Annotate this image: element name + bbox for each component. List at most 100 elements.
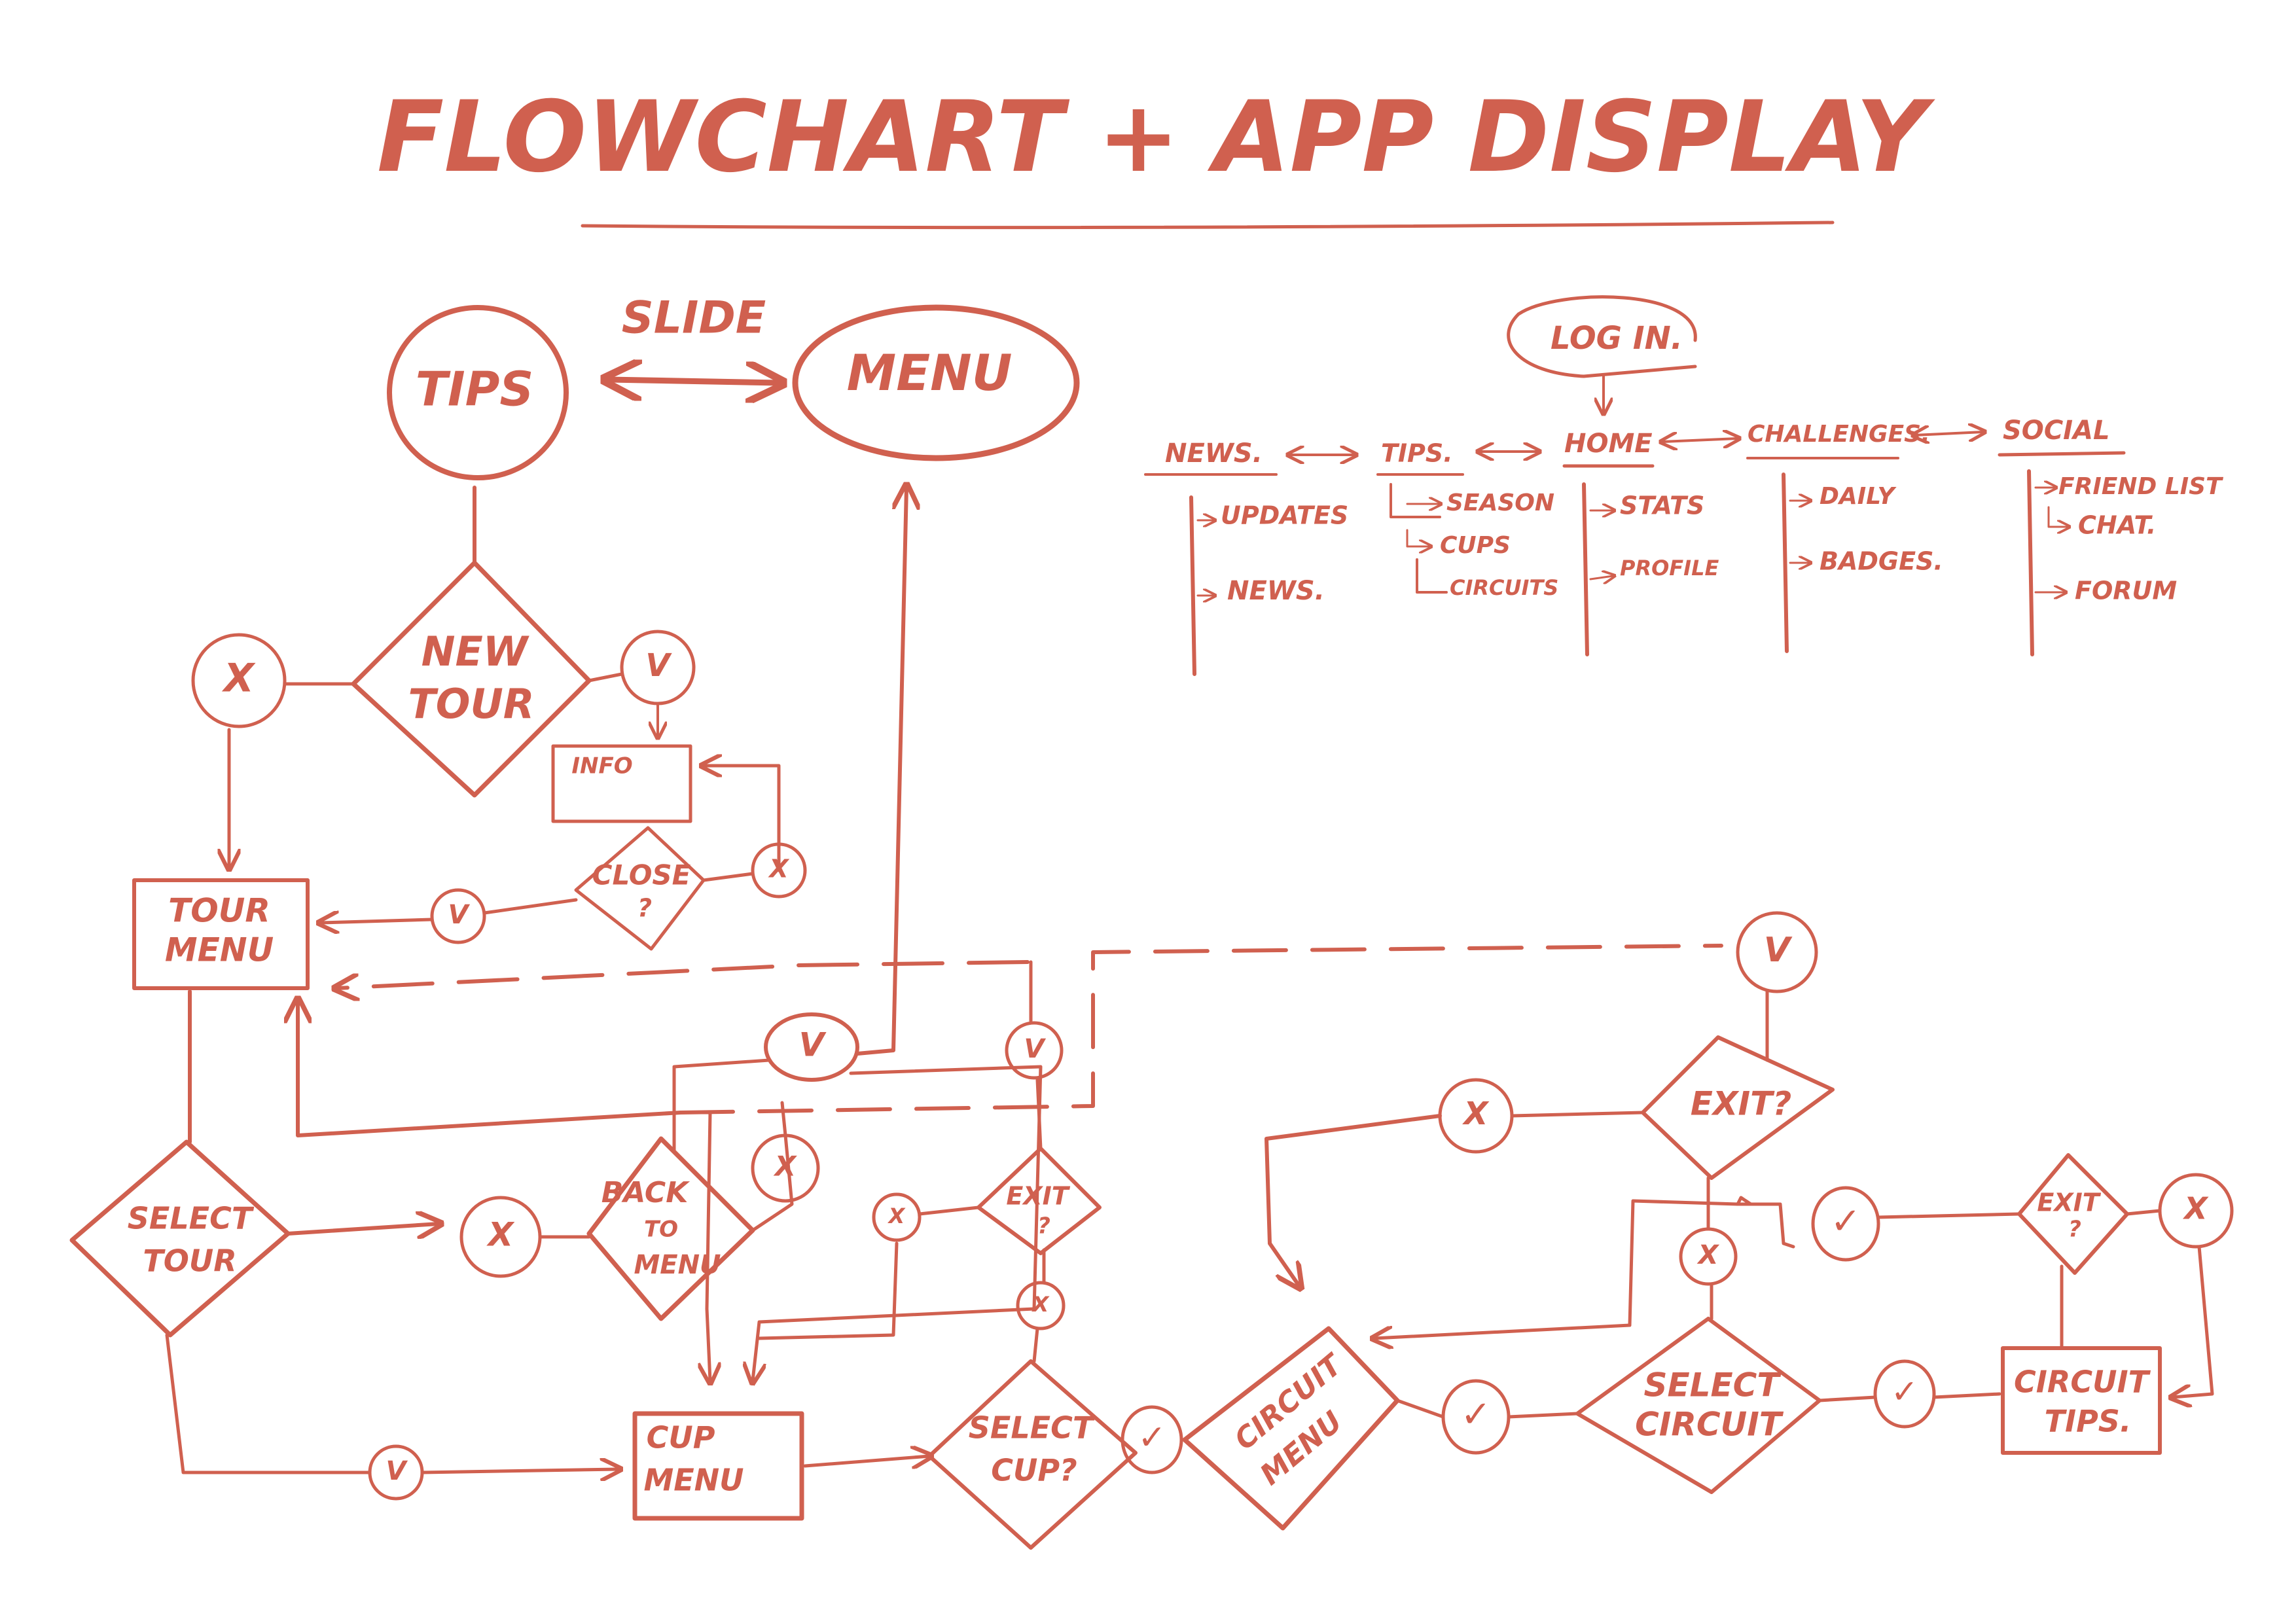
tocupmenu-line-a: [689, 1111, 710, 1381]
exit-mid-line1: EXIT: [1006, 1182, 1070, 1211]
no-node-exitfar: X: [2158, 1173, 2234, 1249]
info-label: INFO: [571, 753, 632, 779]
no-to-circuitmenu-arrow: [1265, 1114, 1442, 1286]
selectcircuit-to-yes-line: [1818, 1395, 1877, 1402]
close-to-yes-line: [482, 898, 578, 915]
exit-right-decision: EXIT?: [1641, 1035, 1835, 1180]
yes-label: V: [448, 900, 471, 930]
circuit-menu-decision: CIRCUIT MENU: [1182, 1326, 1400, 1531]
yes-node-close: V: [430, 888, 486, 944]
no-node-exitmid: X: [872, 1192, 922, 1242]
circuit-tips-box: CIRCUIT TIPS.: [2001, 1346, 2162, 1455]
no-label: X: [888, 1204, 906, 1228]
social-item-chat: CHAT.: [2078, 511, 2156, 540]
select-circuit-decision: SELECT CIRCUIT: [1575, 1317, 1821, 1494]
home-item-stats: STATS: [1620, 491, 1704, 520]
new-tour-line1: NEW: [422, 628, 529, 675]
tour-menu-line1: TOUR: [168, 892, 270, 930]
social-column-line: [2027, 469, 2034, 656]
newtour-to-yes-line: [587, 672, 624, 683]
exit-far-decision: EXIT ?: [2017, 1153, 2129, 1275]
tips-item-cups: CUPS: [1440, 532, 1511, 559]
no-node-close: X: [751, 842, 807, 899]
select-cup-line2: CUP?: [991, 1453, 1077, 1488]
exit-far-line2: ?: [2068, 1217, 2081, 1243]
exitmid-to-yes-line: [1035, 1078, 1043, 1150]
selectcup-to-no-line: [1032, 1327, 1039, 1363]
no-node-exitright: X: [1438, 1078, 1514, 1154]
title-underline: [581, 221, 1835, 230]
login-label: LOG IN.: [1551, 320, 1683, 357]
yes-node-exitright: V: [1736, 911, 1818, 993]
yes-check-label: ✓: [1891, 1373, 1918, 1411]
no-label: X: [2182, 1191, 2209, 1226]
yes-node-selecttour: V: [368, 1444, 424, 1501]
select-tour-line1: SELECT: [128, 1201, 255, 1236]
tour-menu-line2: MENU: [165, 931, 274, 969]
new-tour-decision: NEW TOUR: [351, 560, 592, 798]
home-column-line: [1582, 482, 1589, 656]
yes-to-menu-arrow: [855, 488, 906, 1056]
yes-node-newtour: V: [620, 630, 696, 705]
no-label: X: [773, 1150, 798, 1183]
home-item-profile: PROFILE: [1620, 556, 1719, 580]
tour-menu-box: TOUR MENU: [132, 878, 310, 990]
yes-check-label: ✓: [1831, 1200, 1861, 1243]
challenges-column-line: [1782, 473, 1789, 653]
select-cup-line1: SELECT: [969, 1410, 1096, 1446]
home-branch-2: [1589, 576, 1613, 579]
yes-node-selectcup: ✓: [1121, 1405, 1183, 1474]
tocupmenu-line-b: [753, 1065, 1043, 1381]
no-to-circuittips-arrow: [2173, 1245, 2214, 1397]
app-link-challenges-social: [1914, 432, 1983, 435]
exit-mid-line2: ?: [1037, 1213, 1050, 1240]
yes-label: V: [799, 1026, 827, 1064]
tips-branch-3: [1416, 558, 1448, 594]
dashed-back-line: [679, 944, 1723, 1115]
yes-to-circuittips-line: [1932, 1392, 2001, 1399]
tips-item-circuits: CIRCUITS: [1450, 575, 1558, 600]
no-label: X: [768, 855, 789, 883]
menu-node: MENU: [792, 304, 1080, 461]
yes-to-selectcircuit-line: [1507, 1412, 1579, 1419]
no-node-selecttour: X: [459, 1196, 542, 1278]
no-node-backtomenu: X: [751, 1133, 820, 1203]
menu-label: MENU: [847, 344, 1013, 402]
yes-node-circuitmenu: ✓: [1441, 1379, 1511, 1455]
close-decision: CLOSE ?: [574, 826, 706, 951]
yesfar-to-exitfar-line: [1876, 1212, 2021, 1219]
circuit-tips-line2: TIPS.: [2045, 1404, 2132, 1439]
yes-node-selectcircuit: ✓: [1873, 1359, 1936, 1429]
loop-to-yes-line: [1736, 1202, 1795, 1249]
exitmid-to-no-line: [918, 1205, 980, 1216]
challenges-item-badges: BADGES.: [1820, 547, 1943, 576]
app-header-social: SOCIAL: [2003, 416, 2110, 446]
news-item-updates: UPDATES: [1221, 501, 1348, 530]
close-line1: CLOSE: [592, 859, 691, 891]
tips-label: TIPS: [416, 362, 534, 417]
no-node-selectcup: X: [1016, 1281, 1066, 1330]
news-item-news: NEWS.: [1227, 576, 1325, 606]
tips-node: TIPS: [387, 305, 569, 480]
no-label: X: [221, 656, 256, 702]
exitmid-no-to-cupmenu: [757, 1241, 899, 1340]
exitfar-to-no-line: [2125, 1209, 2162, 1216]
select-cup-decision: SELECT CUP?: [927, 1359, 1138, 1550]
yes-to-tourmenu-arrow: [321, 919, 434, 923]
yes-check-label: ✓: [1138, 1418, 1166, 1457]
yes-node-exitmid: V: [1005, 1021, 1064, 1080]
news-column-line: [1189, 495, 1196, 676]
no-node-newtour: X: [191, 633, 287, 728]
tips-branch-2: [1406, 529, 1430, 546]
select-tour-decision: SELECT TOUR: [69, 1139, 291, 1338]
slide-label: SLIDE: [622, 293, 766, 344]
social-branch-2: [2047, 506, 2068, 527]
no-label: X: [486, 1216, 515, 1254]
yes-label: V: [1024, 1034, 1047, 1064]
info-box: INFO: [551, 744, 692, 823]
select-circuit-line1: SELECT: [1644, 1366, 1782, 1404]
cup-menu-line1: CUP: [647, 1420, 715, 1455]
yes-label: V: [645, 647, 672, 684]
challenges-item-daily: DAILY: [1820, 483, 1897, 510]
